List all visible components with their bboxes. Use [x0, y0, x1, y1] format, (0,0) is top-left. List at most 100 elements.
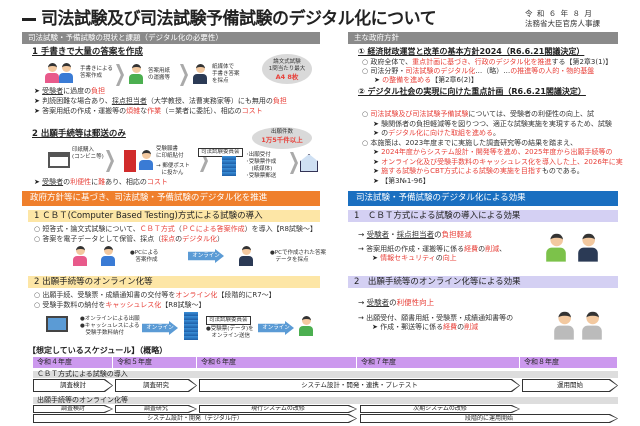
flow-paste-stamp: 受験願書 に印紙貼付 — [156, 146, 184, 159]
online-arrow: オンライン — [142, 321, 178, 335]
online-arrow: オンライン — [258, 321, 294, 335]
effect2-heading: 2 出願手続等のオンライン化等による効果 — [348, 276, 618, 288]
highlight-text: 2024年度からシステム設計・開発等を進め、2025年度から出願手続等の — [381, 148, 613, 156]
application-count-bubble: 出願件数 1万5千件以上 — [252, 127, 312, 149]
policy2-line: 司法試験及び司法試験予備試験については、受験者の利便性の向上、試 — [362, 110, 623, 120]
highlight-text: 司法試験のデジタル化 — [405, 67, 476, 75]
highlight-text: ＣＢＴ方式 — [139, 225, 175, 233]
online-step-research: 調査研究 — [115, 405, 197, 413]
building-icon — [222, 156, 236, 176]
cbt-step-study: 調査検討 — [33, 379, 113, 392]
date-block: 令 和 ６ 年 ８ 月 法務省大臣官房人事課 — [525, 9, 600, 29]
policy2-line: 本施策は、2023年度までに実施した調査研究等の結果を踏まえ、 — [362, 139, 623, 149]
text-segment: 、 — [499, 245, 507, 253]
highlight-text: の整備を進める — [382, 76, 432, 84]
effect1-item: 答案用紙の作成・運搬等に係る経費の削減、 — [358, 245, 506, 254]
effect2-item: 受験者の利便性向上 — [358, 298, 435, 308]
text-segment: 司法分野・ — [370, 67, 406, 75]
text-segment: （＝業者に委託）、相応の — [161, 107, 242, 115]
current-issues-header: 司法試験・予備試験の現状と課題（デジタル化の必要性） — [22, 32, 320, 44]
text-segment: 本施策は、2023年度までに実施した調査研究等の結果を踏まえ、 — [370, 138, 578, 147]
step-label: 調査検討 — [34, 406, 112, 412]
policy2-line: 【第3№1-96】 — [362, 177, 623, 187]
policy1-heading: ① 経済財政運営と改革の基本方針2024（R6.6.21閣議決定） — [358, 47, 585, 56]
step-label: 次期システムの改修 — [361, 406, 519, 412]
answer-volume-bubble: 論文式試験 1問当たり最大 A4 8枚 — [262, 54, 312, 84]
policy2-line: オンライン化及び受験手数料のキャッシュレス化を導入した上、2026年に実 — [362, 158, 623, 168]
underlined-text: 受験者 — [366, 298, 390, 307]
text-segment: （ — [174, 225, 182, 233]
text-segment: 【段階的にR7～】 — [217, 291, 276, 299]
flow-committee-tasks: ･出願受付 ･受験票作成 (紙媒体) ･受験票郵送 — [246, 152, 277, 179]
bubble-text: 出願件数 — [270, 129, 293, 135]
year-r8: 令和８年度 — [520, 357, 618, 368]
cbt-step-research: 調査研究 — [115, 379, 197, 392]
highlight-text: 利便性 — [70, 178, 92, 186]
mover-illustration — [128, 64, 144, 86]
highlight-text: 利便性向上 — [396, 298, 435, 307]
title-bar-icon — [22, 17, 36, 21]
cbt-flow-left: ●PCによる 答案作成 — [130, 250, 159, 263]
student-illustration — [58, 63, 74, 85]
text-segment: 答案用紙の作成・運搬等に係る — [366, 245, 465, 253]
effect1-heading: 1 ＣＢＴ方式による試験の導入による効果 — [348, 210, 618, 222]
highlight-text: 煩雑 — [126, 107, 141, 115]
policy1-bullet-cont: の整備を進める【第2章6(2)】 — [374, 76, 478, 85]
chevron-icon — [106, 150, 114, 172]
committee-label: 司法試験委員会 — [198, 148, 243, 158]
text-segment: の — [175, 235, 183, 243]
highlight-text: 削減 — [485, 245, 500, 253]
policy2-line: 験関係者の負担軽減等を図りつつ、適正な試験実施を実現するため、試験 — [362, 120, 623, 130]
businessman-illustration — [577, 233, 599, 265]
effect1-item-cont: 情報セキュリティの向上 — [372, 254, 457, 263]
highlight-text: 情報セキュリティ — [380, 254, 436, 262]
highlight-text: オンライン化 — [175, 291, 218, 299]
highlight-text: 採点 — [161, 235, 176, 243]
date: 令 和 ６ 年 ８ 月 — [525, 9, 593, 18]
online-step-current-system: 現行システムの改修 — [199, 405, 357, 413]
step-label: 現行システムの改修 — [200, 406, 356, 412]
issue2-bullet: 受験者の利便性に難あり、相応のコスト — [34, 178, 168, 187]
text-segment: 政府全体で、 — [370, 58, 413, 66]
text-segment: の — [434, 230, 442, 239]
highlight-text: デジタル化 — [182, 235, 218, 243]
text-segment: の — [381, 129, 389, 137]
text-segment: 答案用紙の作成・運搬等の — [42, 107, 127, 115]
step-label: 段階的に運用開始 — [361, 415, 617, 422]
text-segment: の — [457, 323, 465, 331]
promotion-banner: 政府方針等に基づき、司法試験・予備試験のデジタル化を推進 — [22, 191, 320, 206]
highlight-text: 削減 — [464, 323, 479, 331]
text-segment: 【R8試験～】 — [161, 301, 206, 309]
online-step-next-system: 次期システムの改修 — [360, 405, 520, 413]
highlight-text: 負担 — [272, 97, 287, 105]
text-segment: 。 — [492, 129, 500, 137]
text-segment: ） — [217, 235, 225, 243]
flow-grading: 紙媒体で 手書き答案 を採点 — [212, 64, 240, 84]
grader-illustration — [192, 64, 208, 86]
text-segment: 験関係者の負担軽減等を図りつつ、適正な試験実施を実現するため、試験 — [381, 119, 612, 128]
text-segment: 短答式・論文式試験について、 — [42, 225, 140, 233]
underlined-text: 採点担当者 — [111, 97, 147, 105]
online-arrow: オンライン — [188, 249, 224, 263]
online-flow-left: ●オンラインによる出願 ●キャッシュレスによる 受験手数料納付 — [80, 316, 140, 336]
text-segment: あり、相応の — [105, 178, 147, 186]
mailbox-icon — [124, 150, 136, 172]
highlight-text: ＰＣによる — [181, 225, 217, 233]
policy2-line: のデジタル化に向けた取組を進める。 — [362, 129, 623, 139]
issue1-bullet: 答案用紙の作成・運搬等の煩雑な作業（＝業者に委託）、相応のコスト — [34, 107, 263, 116]
underlined-text: 受験者 — [366, 230, 390, 239]
department: 法務省大臣官房人事課 — [525, 18, 600, 28]
chevron-icon — [180, 64, 188, 86]
highlight-text: オンライン化及び受験手数料のキャッシュレス化を導入した上、2026年に実 — [381, 157, 623, 166]
year-r7: 令和７年度 — [357, 357, 520, 368]
committee-label: 司法試験委員会 — [206, 316, 251, 326]
highlight-text: 答案作成 — [216, 225, 245, 233]
year-r5: 令和５年度 — [113, 357, 197, 368]
measure2-bullet: 受験手数料の納付をキャッシュレス化【R8試験～】 — [34, 301, 206, 310]
highlight-text: 経費 — [464, 245, 479, 253]
cbt-step-development: システム設計・開発・連携・プレテスト — [199, 379, 520, 392]
text-segment: な — [140, 107, 148, 115]
year-r4: 令和４年度 — [33, 357, 113, 368]
effect2-item: 出願受付、願書用紙・受験票・成績通知書等の — [358, 314, 513, 323]
online-step-study: 調査検討 — [33, 405, 113, 413]
